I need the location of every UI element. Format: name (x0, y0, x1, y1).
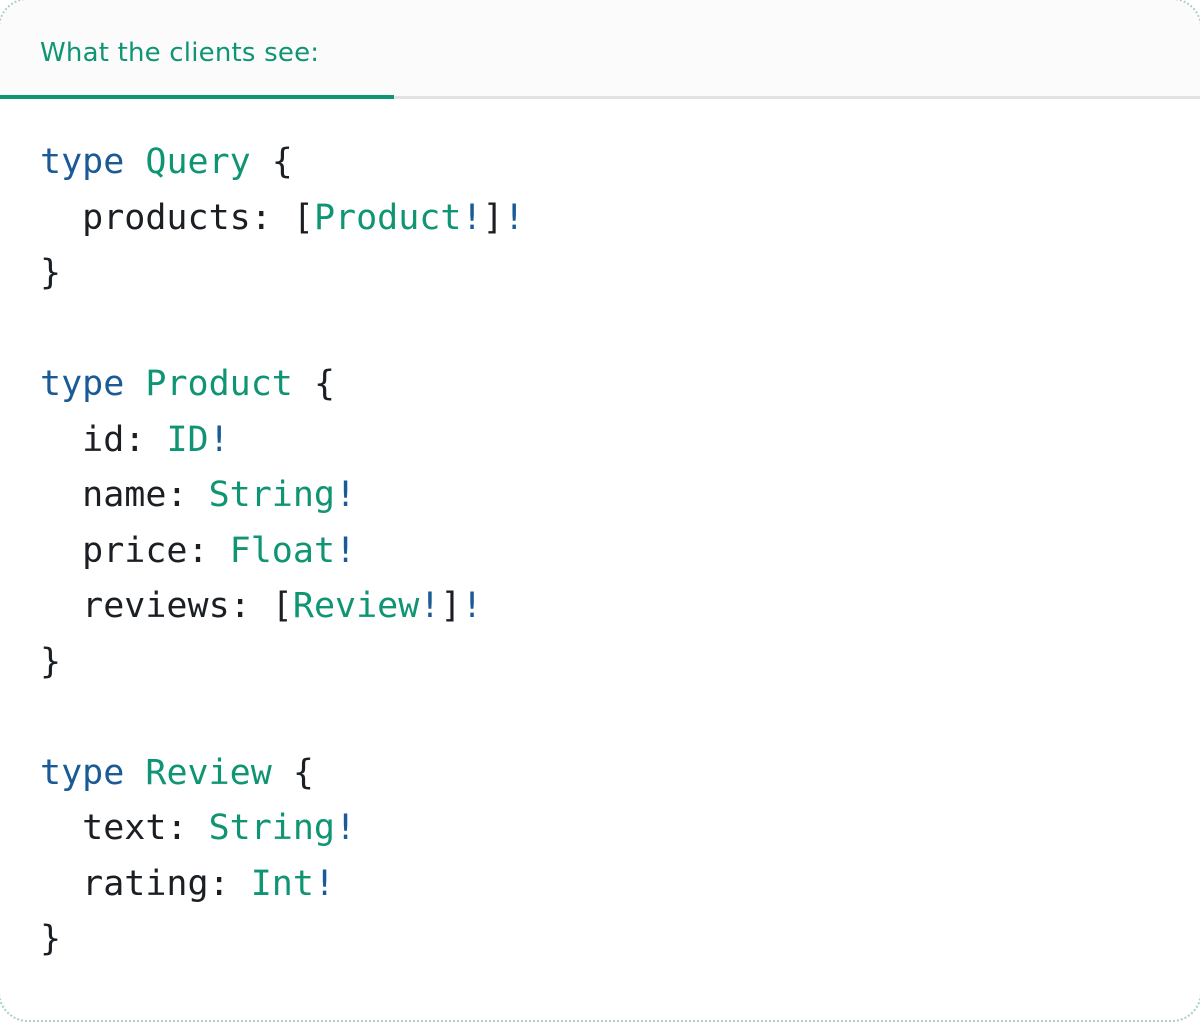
code-token (124, 364, 145, 404)
code-token: ! (335, 475, 357, 515)
code-token: ! (335, 808, 357, 848)
code-token: Product (145, 364, 293, 404)
tab-label: What the clients see: (40, 37, 320, 68)
code-token: text: (40, 808, 209, 848)
tab-underline-track (0, 96, 1200, 99)
code-token: ! (313, 863, 336, 904)
code-token: Review (292, 586, 420, 626)
code-token: products: [ (40, 197, 314, 238)
code-token: } (40, 641, 62, 682)
code-token (124, 753, 145, 793)
code-line: type Review { (40, 746, 1160, 802)
graphql-schema-code: type Query { products: [Product!]!}type … (0, 99, 1200, 968)
code-token: ] (440, 586, 462, 626)
code-token: name: (40, 475, 209, 515)
code-token: { (292, 364, 336, 404)
code-token: } (40, 253, 62, 293)
tab-bar: What the clients see: (0, 0, 1200, 99)
code-token: type (40, 142, 125, 182)
code-token: ID (166, 419, 209, 460)
code-line: type Query { (40, 135, 1160, 191)
code-line: rating: Int! (40, 857, 1160, 913)
code-token: Int (250, 863, 314, 904)
code-line: } (40, 635, 1160, 691)
code-line: name: String! (40, 468, 1160, 524)
code-token: type (40, 364, 125, 404)
code-line: type Product { (40, 357, 1160, 413)
code-token: Float (229, 530, 336, 571)
code-line (40, 690, 1160, 746)
code-token: ] (482, 197, 504, 238)
code-token (124, 142, 145, 182)
code-token: type (40, 752, 125, 793)
code-token: ! (461, 586, 483, 626)
code-token: ! (335, 530, 357, 571)
code-token: } (40, 919, 62, 959)
tab-what-clients-see[interactable]: What the clients see: (0, 0, 359, 95)
code-line: price: Float! (40, 524, 1160, 580)
code-token: String (208, 808, 336, 848)
code-token: rating: (40, 863, 251, 904)
code-token: Query (145, 142, 251, 182)
code-token: ! (503, 197, 525, 238)
code-line: products: [Product!]! (40, 191, 1160, 247)
active-tab-indicator (0, 95, 394, 99)
code-token: reviews: [ (40, 586, 293, 626)
code-token: ! (419, 586, 441, 626)
code-line: } (40, 912, 1160, 968)
code-line: id: ID! (40, 413, 1160, 469)
code-token: String (208, 475, 336, 515)
code-token: price: (40, 530, 230, 571)
code-line: } (40, 246, 1160, 302)
code-line: text: String! (40, 801, 1160, 857)
code-line (40, 302, 1160, 358)
code-token: { (250, 142, 293, 182)
code-token: ! (461, 197, 483, 238)
code-token: Review (145, 752, 272, 793)
code-token: ! (208, 419, 230, 460)
code-token: id: (40, 419, 167, 460)
code-line: reviews: [Review!]! (40, 579, 1160, 635)
code-token: { (271, 752, 314, 793)
code-token: Product (313, 197, 462, 238)
